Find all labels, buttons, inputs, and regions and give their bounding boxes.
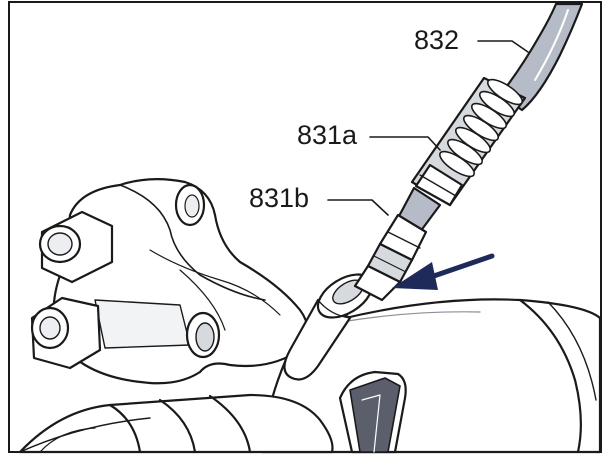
bolt-lower [30, 296, 102, 370]
fitting-831a [396, 76, 527, 234]
label-831a: 831a [297, 120, 358, 150]
bracket [52, 178, 309, 385]
clip [338, 370, 407, 454]
lower-pipe [18, 393, 334, 454]
bolt-top [38, 183, 206, 284]
direction-arrow [392, 253, 495, 290]
fitting-831b [353, 213, 428, 302]
hose-832 [498, 2, 584, 112]
inlet-port [283, 273, 374, 381]
leader-lines [327, 40, 529, 216]
label-832: 832 [414, 25, 460, 55]
label-831b: 831b [249, 183, 310, 213]
